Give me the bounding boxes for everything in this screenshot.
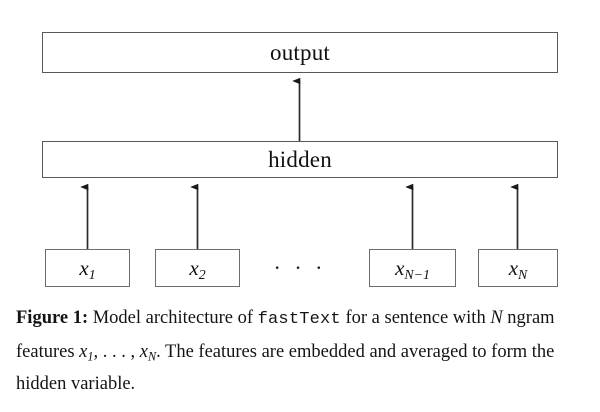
model-architecture-diagram: output hidden x1 x2 · · · xN−1 xN bbox=[42, 32, 558, 287]
input-node-x2: x2 bbox=[155, 249, 240, 287]
input-node-xn-minus-1-label: xN−1 bbox=[395, 255, 430, 282]
caption-math-separator: , . . . , bbox=[93, 342, 140, 362]
caption-mono-fasttext: fastText bbox=[257, 310, 341, 329]
figure-caption: Figure 1: Model architecture of fastText… bbox=[16, 302, 586, 400]
caption-var-n: N bbox=[490, 308, 503, 328]
input-node-xn-label: xN bbox=[508, 255, 528, 282]
caption-math-x1: x1 bbox=[79, 342, 94, 364]
hidden-layer-label: hidden bbox=[268, 147, 332, 172]
caption-figure-label: Figure 1: bbox=[16, 308, 89, 328]
hidden-layer-box: hidden bbox=[42, 141, 558, 178]
output-layer-box: output bbox=[42, 32, 558, 73]
input-node-x1: x1 bbox=[45, 249, 130, 287]
input-node-xn-minus-1: xN−1 bbox=[369, 249, 456, 287]
output-layer-label: output bbox=[270, 40, 330, 65]
arrows-layer bbox=[80, 77, 519, 249]
input-nodes-ellipsis: · · · bbox=[273, 255, 327, 280]
caption-text-part-4: . The features are embedded and averaged… bbox=[16, 342, 555, 394]
input-node-x1-label: x1 bbox=[79, 255, 96, 282]
caption-text-part-1: Model architecture of bbox=[88, 308, 258, 328]
input-node-xn: xN bbox=[478, 249, 558, 287]
caption-text-part-3: ngram features bbox=[16, 308, 555, 362]
caption-math-xn: xN bbox=[139, 342, 157, 364]
caption-text-part-2: for a sentence with bbox=[340, 308, 491, 328]
input-node-x2-label: x2 bbox=[189, 255, 206, 282]
